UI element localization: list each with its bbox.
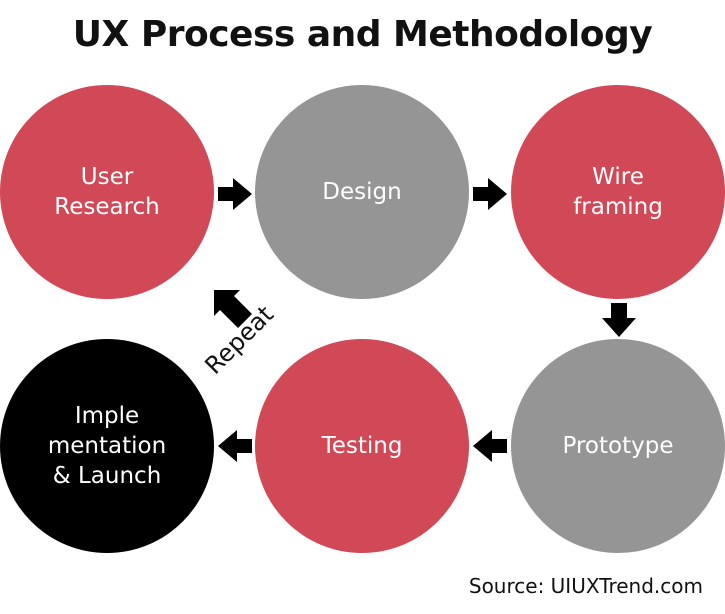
node-label-line: Prototype (562, 433, 674, 459)
arrow-up-left-icon (214, 290, 252, 328)
node-label-line: mentation (47, 433, 167, 459)
node-label-line: & Launch (52, 463, 162, 489)
arrow-right-icon (473, 178, 507, 210)
page-title: UX Process and Methodology (72, 14, 653, 55)
node-testing: Testing (255, 339, 469, 553)
node-label-line: framing (573, 194, 663, 220)
node-user-research: User Research (0, 85, 214, 299)
node-label-line: Design (322, 179, 402, 205)
node-label-line: Testing (321, 433, 403, 459)
arrow-left-icon (218, 430, 252, 462)
node-wireframing: Wire framing (511, 85, 725, 299)
arrow-down-icon (602, 303, 636, 337)
arrow-left-icon (473, 430, 507, 462)
node-prototype: Prototype (511, 339, 725, 553)
node-label-line: User (80, 164, 134, 190)
source-credit: Source: UIUXTrend.com (468, 574, 703, 598)
node-implementation-launch: Imple mentation & Launch (0, 339, 214, 553)
node-design: Design (255, 85, 469, 299)
arrow-right-icon (218, 178, 252, 210)
node-label-line: Research (54, 194, 160, 220)
node-label-line: Imple (74, 403, 140, 429)
node-label-line: Wire (592, 164, 644, 190)
